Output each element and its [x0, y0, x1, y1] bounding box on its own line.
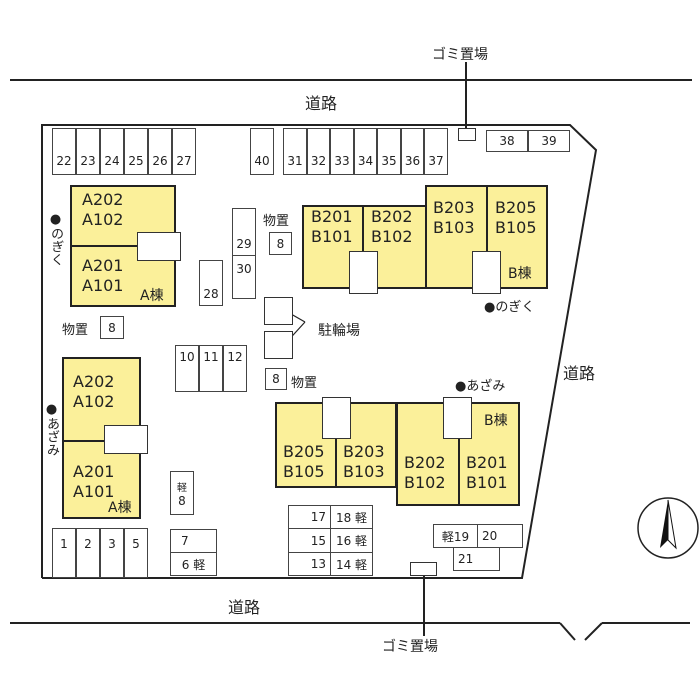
parking-space: 18 軽	[330, 505, 373, 529]
unit-label: B105	[283, 462, 325, 481]
parking-space: 15	[288, 528, 331, 553]
unit-label: B205	[283, 442, 325, 461]
parking-space: 33	[330, 128, 354, 175]
unit-label: B203	[433, 198, 475, 217]
entrance-label: ●のぎく	[48, 212, 63, 266]
stairwell	[349, 251, 378, 294]
parking-space: 10	[175, 345, 199, 392]
unit-label: A101	[73, 482, 115, 501]
space-number: 8	[178, 493, 186, 508]
building-label: B棟	[484, 413, 508, 429]
stairwell	[137, 232, 181, 261]
parking-space: 36	[401, 128, 424, 175]
unit-label: B203	[343, 442, 385, 461]
unit-label: B103	[433, 218, 475, 237]
storage-label: 物置	[263, 214, 290, 229]
storage: 8	[265, 368, 287, 390]
parking-space: 5	[124, 528, 148, 578]
road-label-right: 道路	[563, 364, 596, 383]
unit-label: A201	[82, 256, 124, 275]
unit-label: A201	[73, 462, 115, 481]
parking-space: 26	[148, 128, 172, 175]
parking-space: 13	[288, 552, 331, 576]
entrance-label: ●あざみ	[455, 379, 506, 394]
stairwell	[472, 251, 501, 294]
unit-label: B201	[466, 453, 508, 472]
unit-label: A101	[82, 276, 124, 295]
parking-space: 12	[223, 345, 247, 392]
parking-space: 7	[170, 529, 217, 553]
storage: 8	[269, 232, 292, 255]
building-label: A棟	[108, 500, 132, 516]
parking-space: 3	[100, 528, 124, 578]
unit-label: B103	[343, 462, 385, 481]
parking-space: 軽19	[433, 524, 478, 548]
right-road-edge	[575, 80, 640, 622]
parking-space: 32	[307, 128, 330, 175]
road-label-bottom: 道路	[228, 598, 261, 617]
unit-label: B202	[371, 207, 413, 226]
parking-space: 35	[377, 128, 401, 175]
building-label: B棟	[508, 266, 532, 282]
garbage-label-bottom: ゴミ置場	[382, 639, 438, 655]
parking-space: 22	[52, 128, 76, 175]
parking-space: 17	[288, 505, 331, 529]
kei-label: 軽	[177, 482, 187, 494]
garbage-area-top	[458, 128, 476, 141]
unit-label: B101	[466, 473, 508, 492]
parking-space: 23	[76, 128, 100, 175]
parking-space: 11	[199, 345, 223, 392]
unit-label: B202	[404, 453, 446, 472]
parking-space: 2	[76, 528, 100, 578]
unit-label: B105	[495, 218, 537, 237]
parking-space: 40	[250, 128, 274, 175]
parking-space: 31	[283, 128, 307, 175]
stairwell	[104, 425, 148, 454]
parking-space: 34	[354, 128, 377, 175]
parking-space: 27	[172, 128, 196, 175]
parking-space: 20	[477, 524, 523, 548]
storage-label: 物置	[62, 323, 89, 338]
unit-label: A102	[73, 392, 115, 411]
parking-space: 25	[124, 128, 148, 175]
stairwell	[322, 397, 351, 439]
storage-label: 物置	[291, 376, 318, 391]
garbage-label-top: ゴミ置場	[432, 47, 488, 63]
unit-label: B102	[371, 227, 413, 246]
parking-space: 28	[199, 260, 223, 306]
garbage-area-bottom	[410, 562, 437, 576]
parking-space: 38	[486, 130, 528, 152]
parking-space: 21	[453, 547, 500, 571]
unit-label: B101	[311, 227, 353, 246]
unit-label: B102	[404, 473, 446, 492]
storage: 8	[100, 316, 124, 339]
unit-label: B201	[311, 207, 353, 226]
stairwell	[443, 397, 472, 439]
parking-space: 1	[52, 528, 76, 578]
bike-parking-label: 駐輪場	[318, 323, 360, 339]
parking-space: 30	[232, 255, 256, 299]
parking-space: 16 軽	[330, 528, 373, 553]
bike-rack	[264, 331, 293, 359]
unit-label: A202	[82, 190, 124, 209]
compass-icon	[637, 497, 699, 559]
parking-space: 24	[100, 128, 124, 175]
parking-space: 14 軽	[330, 552, 373, 576]
entrance-label: ●のぎく	[484, 300, 535, 315]
unit-label: B205	[495, 198, 537, 217]
parking-space: 39	[528, 130, 570, 152]
site-boundary	[41, 124, 598, 579]
unit-label: A102	[82, 210, 124, 229]
unit-label: A202	[73, 372, 115, 391]
entrance-label: ●あざみ	[44, 402, 59, 456]
building-label: A棟	[140, 288, 164, 304]
road-label-top: 道路	[305, 94, 338, 113]
bike-rack	[264, 297, 293, 325]
parking-space: 37	[424, 128, 448, 175]
parking-space: 29	[232, 208, 256, 256]
parking-space: 6 軽	[170, 552, 217, 576]
